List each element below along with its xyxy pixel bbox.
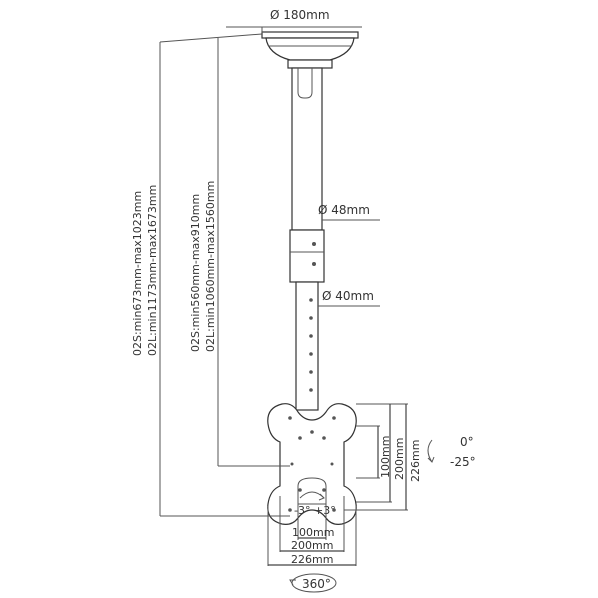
vesa-plate [267, 403, 357, 525]
vesa-width-dimensions: 100mm 200mm 226mm [267, 496, 357, 566]
ceiling-plate-diameter-text: Ø 180mm [270, 8, 330, 22]
vesa-h-100-text: 100mm [379, 436, 392, 478]
rotation-plus3-text: +3° [314, 504, 336, 517]
ceiling-plate [261, 31, 359, 61]
vesa-height-dimensions: 100mm 200mm 226mm [344, 403, 422, 511]
upper-pole-diameter-label: Ø 48mm [318, 203, 380, 221]
vesa-h-200-text: 200mm [393, 438, 406, 480]
total-height-02s-text: 02S:min673mm-max1023mm [131, 191, 144, 356]
pole-length-02l-text: 02L:min1060mm-max1560mm [204, 181, 217, 352]
mount-pole [287, 59, 333, 411]
vesa-w-200-text: 200mm [291, 539, 333, 552]
pole-length-dimension: 02S:min560mm-max910mm 02L:min1060mm-max1… [189, 38, 290, 467]
tilt-0-text: 0° [460, 435, 474, 449]
vesa-h-226-text: 226mm [409, 440, 422, 482]
swivel-indicator: 360° [289, 573, 337, 593]
upper-pole-diameter-text: Ø 48mm [318, 203, 370, 217]
swivel-360-text: 360° [302, 577, 331, 591]
total-height-02l-text: 02L:min1173mm-max1673mm [146, 185, 159, 356]
ceiling-plate-diameter-label: Ø 180mm [226, 8, 362, 33]
vesa-w-226-text: 226mm [291, 553, 333, 566]
tilt-neg25-text: -25° [450, 455, 476, 469]
total-height-dimension: 02S:min673mm-max1023mm 02L:min1173mm-max… [131, 33, 290, 517]
rotation-minus3-text: -3° [294, 504, 310, 517]
tilt-indicator: 0° -25° [427, 435, 476, 469]
pole-length-02s-text: 02S:min560mm-max910mm [189, 194, 202, 352]
vesa-w-100-text: 100mm [292, 526, 334, 539]
lower-pole-diameter-label: Ø 40mm [318, 289, 380, 307]
lower-pole-diameter-text: Ø 40mm [322, 289, 374, 303]
